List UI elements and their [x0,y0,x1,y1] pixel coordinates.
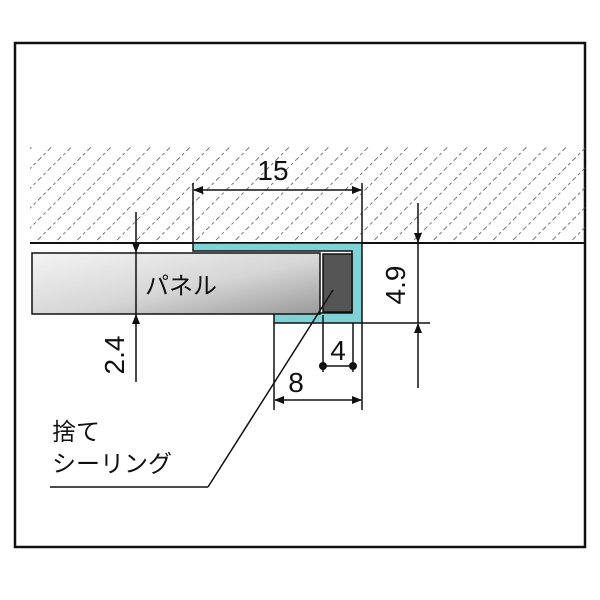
sealing-label-line2: シーリング [52,450,172,478]
dim-24-label: 2.4 [99,336,130,375]
hatched-structure [30,147,585,242]
sealant-block [322,253,353,313]
sealing-label-line1: 捨て [52,418,100,446]
panel-body [31,252,321,315]
dim-8-label: 8 [288,367,304,398]
dim-15-label: 15 [257,155,288,186]
dim-49-label: 4.9 [380,266,411,305]
sealing-leader-line [207,289,334,488]
dim-4-label: 4 [330,335,346,366]
panel-label: パネル [145,272,217,300]
dim-4-dot-left [319,362,327,370]
dim-4-dot-right [349,362,357,370]
